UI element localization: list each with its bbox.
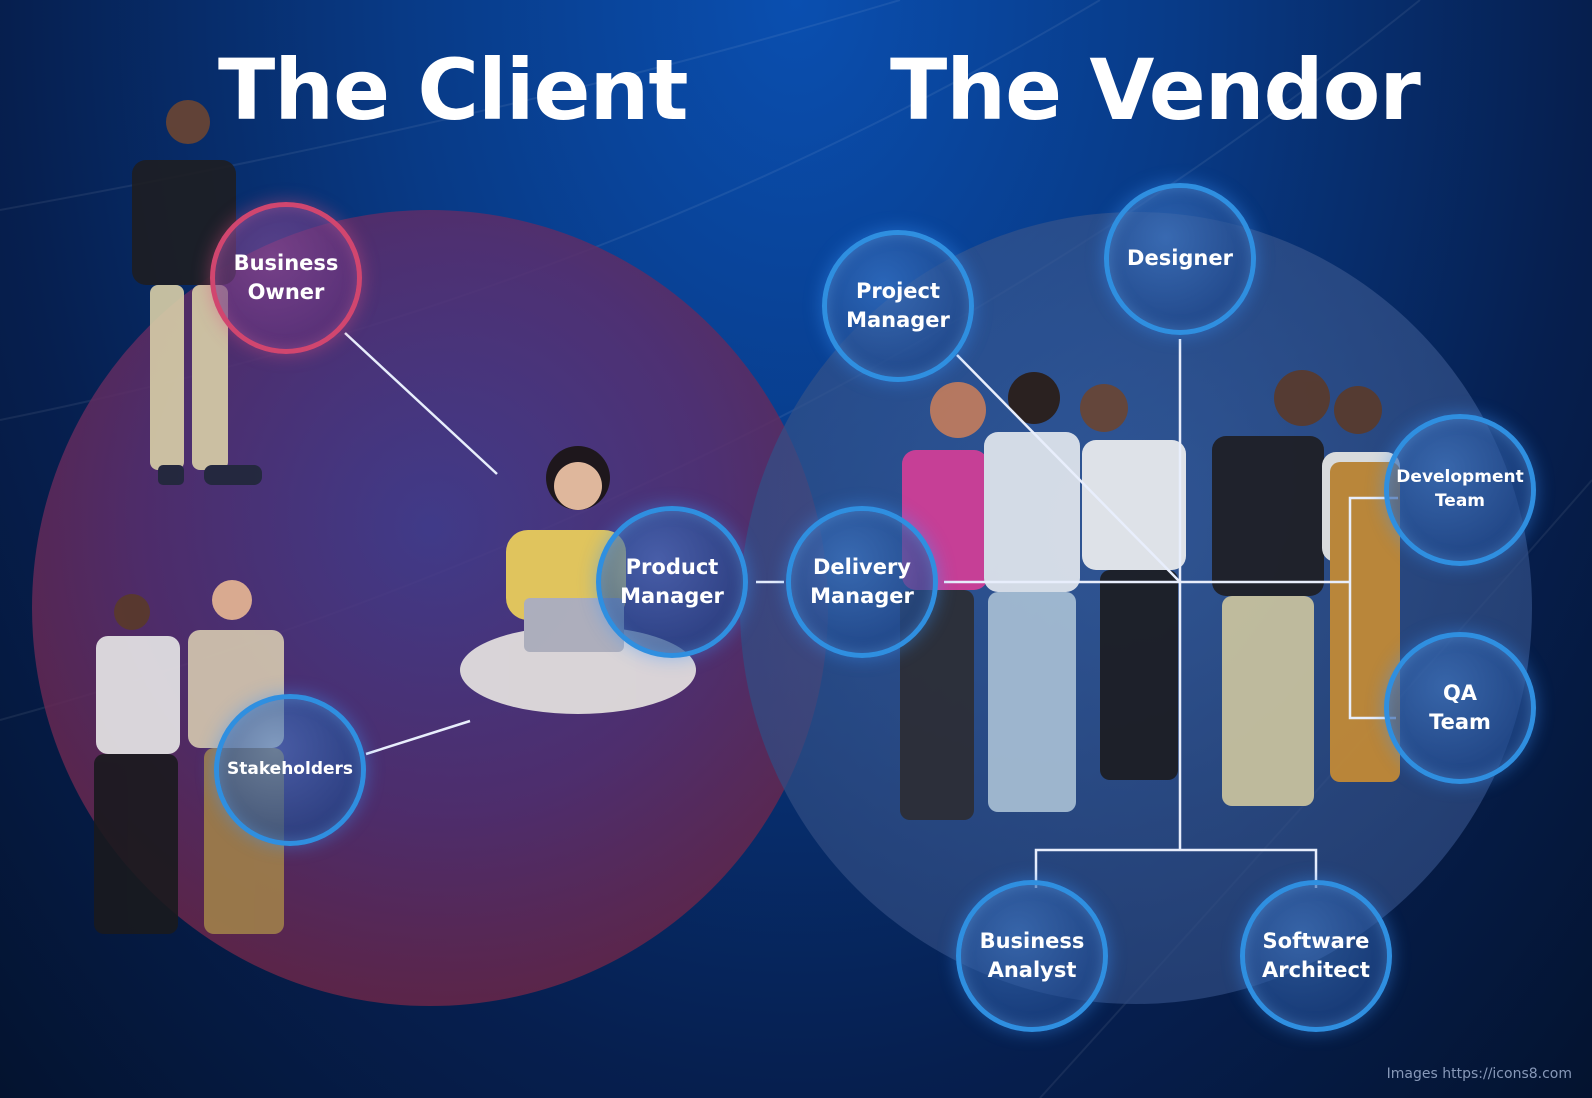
software-architect-node: Software Architect: [1240, 880, 1392, 1032]
client-title: The Client: [218, 41, 688, 139]
stakeholders-node: Stakeholders: [214, 694, 366, 846]
people-illustrations: [94, 100, 1400, 934]
image-credit: Images https://icons8.com: [1386, 1066, 1572, 1082]
delivery-manager-node: Delivery Manager: [786, 506, 938, 658]
vendor-team-figures: [900, 370, 1400, 820]
connector-lines: [344, 332, 1398, 888]
vendor-title: The Vendor: [890, 41, 1421, 139]
designer-node: Designer: [1104, 183, 1256, 335]
project-manager-node: Project Manager: [822, 230, 974, 382]
business-analyst-node: Business Analyst: [956, 880, 1108, 1032]
business-owner-figure: [132, 100, 262, 485]
business-owner-node: Business Owner: [210, 202, 362, 354]
development-team-node: Development Team: [1384, 414, 1536, 566]
product-manager-node: Product Manager: [596, 506, 748, 658]
qa-team-node: QA Team: [1384, 632, 1536, 784]
